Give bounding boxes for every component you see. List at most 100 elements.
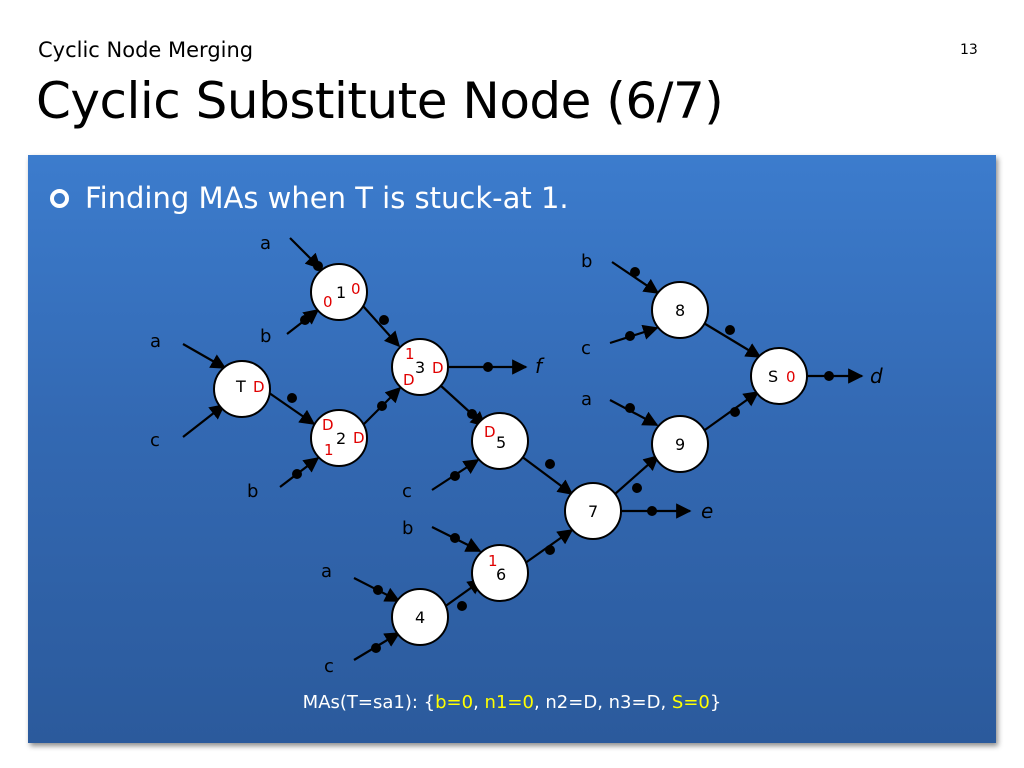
annotation-n3-in-bot: D [403,371,415,389]
annotation-n2-in-bot: 1 [324,441,334,459]
wire-n3-n5 [439,384,487,428]
annotation-n3-in-top: 1 [405,345,415,363]
annotation-n6-in: 1 [488,552,498,570]
annotation-S-out: 0 [786,368,796,386]
mas-prefix: MAs(T=sa1): { [302,692,436,713]
mas-sep: , [473,692,485,713]
wire-b4-n8 [611,261,660,294]
wire-dot [313,261,323,271]
node-1 [310,263,368,321]
wire-dot [725,325,735,335]
wires [182,237,864,661]
mas-s: S=0 [671,692,710,713]
wire-dot [467,409,477,419]
output-label-e: e [701,499,713,523]
annotation-n5-in: D [484,423,496,441]
wire-n7-n9 [614,454,660,495]
node-label: T [235,377,246,396]
node-label: 4 [415,608,425,627]
wire-dot [630,267,640,277]
node-7 [564,482,622,540]
wire-a2-T [182,343,227,369]
wire-dot [632,483,642,493]
annotation-n3-out: D [432,359,444,377]
wire-dot [647,506,657,516]
input-label-a: a [260,233,271,254]
mas-suffix: } [709,692,722,713]
wire-dot [483,362,493,372]
wire-n5-n7 [520,455,574,495]
output-labels: f e d [535,354,883,523]
wire-dot [292,469,302,479]
node-S [750,347,808,405]
wire-dot [457,601,467,611]
node-2 [310,409,368,467]
node-label: 1 [336,283,346,302]
wire-dot [625,403,635,413]
wire-dot [371,643,381,653]
wire-n8-S [701,321,762,358]
node-label: S [768,367,778,386]
annotation-T-out: D [253,378,265,396]
node-3 [391,338,449,396]
wire-dot [287,393,297,403]
input-label-a: a [581,389,592,410]
mas-result: MAs(T=sa1): {b=0, n1=0, n2=D, n3=D, S=0} [0,692,1024,713]
node-label: 5 [496,433,506,452]
bullet-item: Finding MAs when T is stuck-at 1. [50,178,569,218]
wire-dot [373,585,383,595]
output-label-f: f [535,354,545,378]
wire-a4-n9 [609,399,659,426]
nodes [213,263,808,646]
wire-dot [450,533,460,543]
annotation-n2-in-top: D [322,416,334,434]
input-labels: a b a c b c b a c b c a [150,233,592,677]
input-label-b: b [581,251,592,272]
input-label-b: b [260,326,271,347]
node-labels: T 1 2 3 4 5 6 7 8 9 S [235,283,778,627]
input-label-c: c [150,430,160,451]
node-label: 8 [675,301,685,320]
wire-dot [450,471,460,481]
wire-dot [625,331,635,341]
node-label: 9 [675,435,685,454]
input-label-c: c [324,656,334,677]
node-label: 7 [588,502,598,521]
input-label-c: c [581,338,591,359]
input-label-a: a [321,561,332,582]
wire-dot [824,371,834,381]
input-label-b: b [402,518,413,539]
section-subtitle: Cyclic Node Merging [38,38,254,62]
bullet-circle-icon [50,188,69,208]
mas-n1: n1=0 [484,692,534,713]
wire-dot [300,315,310,325]
wire-dot [377,401,387,411]
wire-dot [545,545,555,555]
node-label: 3 [415,358,425,377]
node-5 [471,412,529,470]
node-8 [651,281,709,339]
node-6 [471,544,529,602]
annotation-n1-in: 0 [323,293,333,311]
wire-c1-T [182,404,226,438]
output-label-d: d [870,364,883,388]
node-T [213,360,271,418]
page-number: 13 [960,42,978,58]
fault-annotations: D 0 0 D 1 D 1 D D D 1 0 [253,280,796,570]
wire-dot [379,315,389,325]
node-label: 6 [496,565,506,584]
slide-title: Cyclic Substitute Node (6/7) [36,72,724,130]
node-4 [391,588,449,646]
input-label-a: a [150,331,161,352]
wire-T-n2 [261,387,316,425]
input-label-b: b [247,481,258,502]
node-label: 2 [336,429,346,448]
mas-mid: , n2=D, n3=D, [533,692,672,713]
wire-dot [730,407,740,417]
input-label-c: c [402,481,412,502]
annotation-n1-out: 0 [351,280,361,298]
bullet-text: Finding MAs when T is stuck-at 1. [85,181,569,215]
mas-b: b=0 [435,692,474,713]
wire-n1-n3 [362,305,401,348]
